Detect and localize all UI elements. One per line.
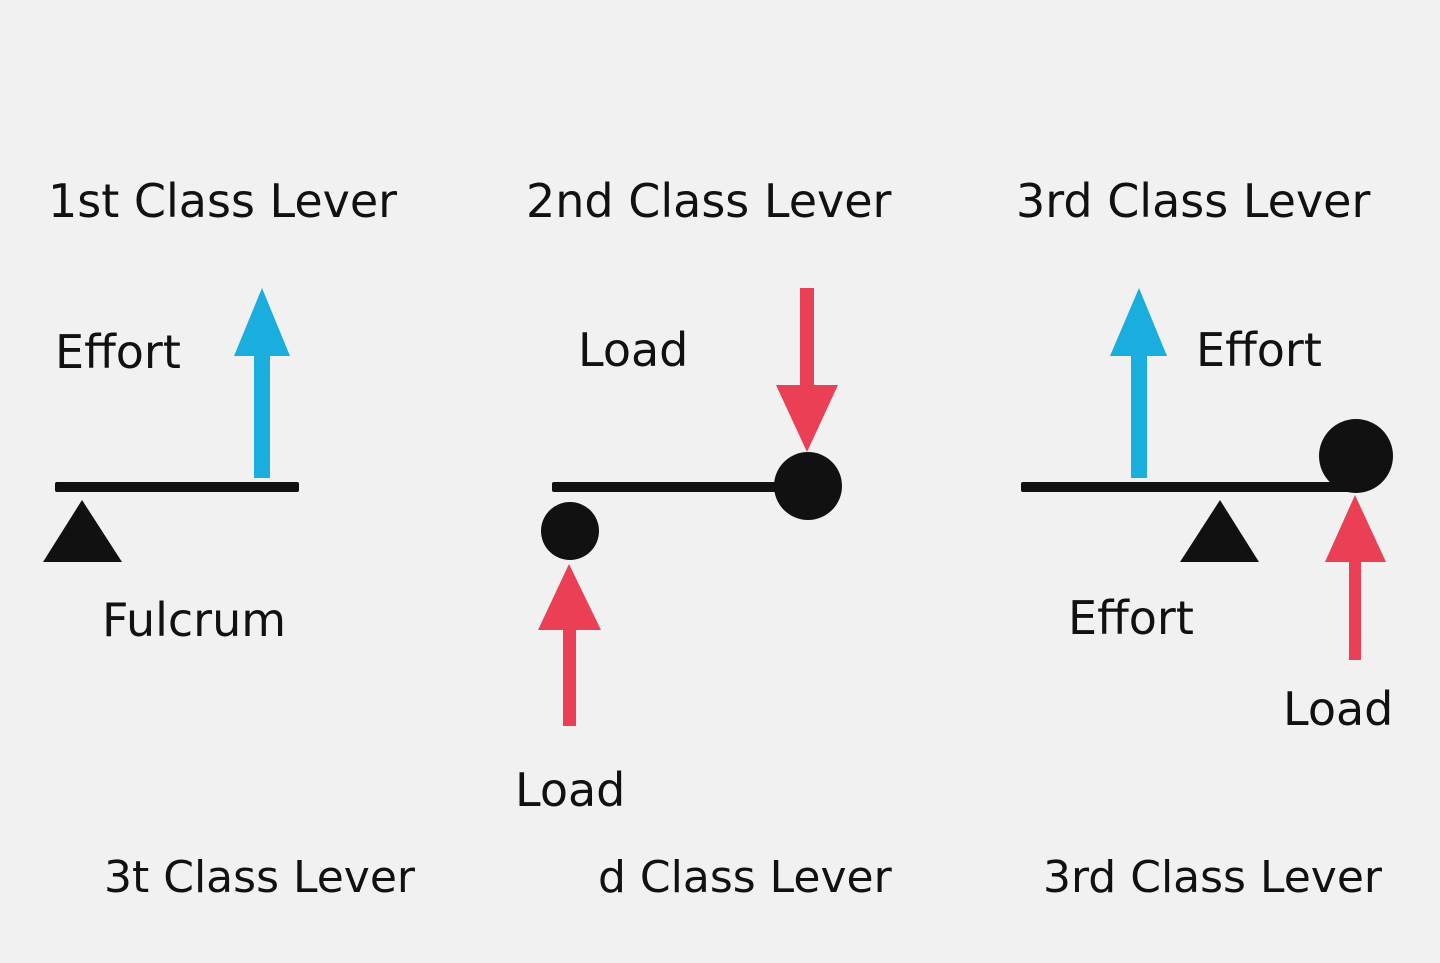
effort-arrow-up [234,288,290,478]
effort-arrow-shaft [254,340,270,478]
load-arrow-shaft [1349,550,1361,660]
load-arrow-head [776,385,838,452]
load-label: Load [1283,682,1393,736]
load-arrow-up [1325,495,1386,660]
load-ball [1319,419,1393,493]
load-ball [774,452,842,520]
effort-label-top: Effort [1196,323,1322,377]
panel-caption-first: 3t Class Lever [104,852,416,903]
effort-arrow-head [1110,288,1167,356]
load-arrow-shaft [563,618,576,726]
load-arrow-shaft [800,288,814,392]
lever-bar [55,482,299,492]
load-arrow-up [538,564,601,726]
load-label-bottom: Load [515,763,625,817]
load-arrow-down [776,288,838,452]
panel-title-first-class: 1st Class Lever [48,174,397,228]
panel-caption-third: 3rd Class Lever [1043,852,1383,903]
lever-bar [1021,482,1361,492]
load-label-top: Load [578,323,688,377]
load-arrow-head [538,564,601,630]
load-arrow-head [1325,495,1386,562]
fulcrum-triangle [43,500,122,562]
fulcrum-triangle [1180,500,1259,562]
panel-second-class: 2nd Class Lever Load Load d Class Lever [515,174,893,903]
panel-title-third-class: 3rd Class Lever [1016,174,1370,228]
pivot-ball [541,502,599,560]
effort-arrow-up [1110,288,1167,478]
effort-arrow-shaft [1131,340,1147,478]
panel-caption-second: d Class Lever [598,852,893,903]
panel-title-second-class: 2nd Class Lever [526,174,892,228]
fulcrum-label: Fulcrum [102,593,286,647]
lever-bar [552,482,802,492]
effort-label-bottom: Effort [1068,591,1194,645]
panel-first-class: 1st Class Lever Effort Fulcrum 3t Class … [43,174,416,903]
panel-third-class: 3rd Class Lever Effort Effort Load 3rd C… [1016,174,1393,903]
effort-label: Effort [55,325,181,379]
effort-arrow-head [234,288,290,356]
